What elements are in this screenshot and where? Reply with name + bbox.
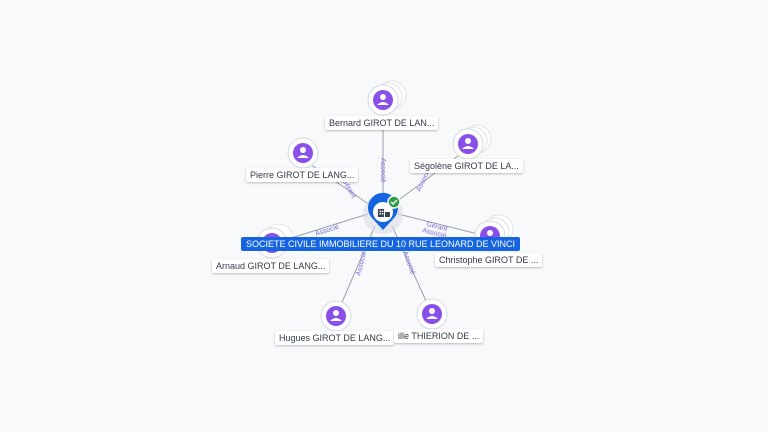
edge-label-thierion: Associé — [401, 250, 416, 276]
edge-segolene — [395, 149, 467, 203]
company-label[interactable]: SOCIETE CIVILE IMMOBILIERE DU 10 RUE LEO… — [241, 237, 521, 251]
person-node-hugues[interactable] — [320, 300, 352, 332]
person-label-arnaud[interactable]: Arnaud GIROT DE LANG... — [212, 259, 330, 273]
person-label-pierre[interactable]: Pierre GIROT DE LANG... — [246, 168, 359, 182]
building-icon — [378, 209, 390, 217]
person-label-segolene[interactable]: Ségolène GIROT DE LA... — [410, 159, 523, 173]
person-node-thierion[interactable] — [416, 298, 448, 330]
check-badge-icon — [387, 195, 401, 209]
edge-label-arnaud: Associé — [314, 224, 340, 238]
person-label-bernard[interactable]: Bernard GIROT DE LAN... — [325, 116, 439, 130]
edge-label-hugues: Associé — [355, 251, 368, 277]
edge-label-bernard: Associé — [379, 158, 386, 183]
person-node-pierre[interactable] — [287, 137, 319, 169]
company-node[interactable] — [363, 192, 403, 234]
person-node-segolene[interactable] — [452, 124, 492, 160]
person-label-hugues[interactable]: Hugues GIROT DE LANG... — [275, 331, 395, 345]
person-node-bernard[interactable] — [367, 80, 407, 116]
person-label-thierion[interactable]: ille THIERION DE ... — [394, 329, 484, 343]
edge-pierre — [303, 159, 371, 206]
edge-label-christophe: Gérant — [426, 221, 449, 233]
edge-christophe — [397, 213, 491, 238]
person-label-christophe[interactable]: Christophe GIROT DE ... — [435, 253, 543, 267]
